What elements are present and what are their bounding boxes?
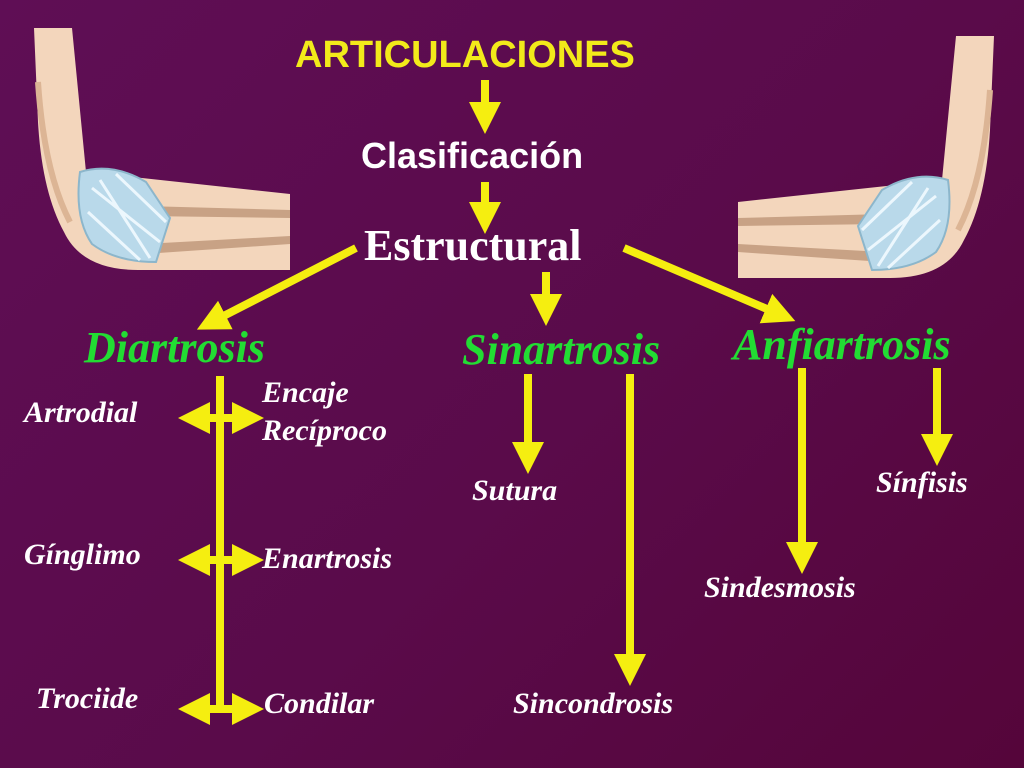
leaf-sindesmosis: Sindesmosis bbox=[704, 571, 856, 604]
arrow-to-anfiartrosis bbox=[622, 244, 796, 324]
branch-anfiartrosis: Anfiartrosis bbox=[733, 320, 951, 369]
branch-diartrosis: Diartrosis bbox=[84, 323, 265, 372]
leaf-trociide: Trociide bbox=[36, 682, 139, 715]
arrow-to-diartrosis bbox=[196, 244, 358, 330]
category-node: Estructural bbox=[364, 221, 582, 270]
leaf-encaje: Encaje bbox=[262, 376, 349, 409]
elbow-joint-illustration-left bbox=[34, 28, 290, 270]
diagram-subtitle: Clasificación bbox=[361, 135, 584, 176]
elbow-joint-illustration-right bbox=[738, 36, 994, 278]
leaf-reciproco: Recíproco bbox=[262, 414, 387, 447]
leaf-sinfisis: Sínfisis bbox=[876, 466, 968, 499]
leaf-enartrosis: Enartrosis bbox=[262, 542, 393, 575]
leaf-sincondrosis: Sincondrosis bbox=[513, 687, 674, 720]
branch-sinartrosis: Sinartrosis bbox=[462, 325, 661, 374]
leaf-sutura: Sutura bbox=[472, 474, 558, 507]
diagram-title: ARTICULACIONES bbox=[295, 34, 635, 76]
leaf-ginglimo: Gínglimo bbox=[24, 538, 141, 571]
leaf-condilar: Condilar bbox=[264, 687, 375, 720]
leaf-artrodial: Artrodial bbox=[24, 396, 138, 429]
